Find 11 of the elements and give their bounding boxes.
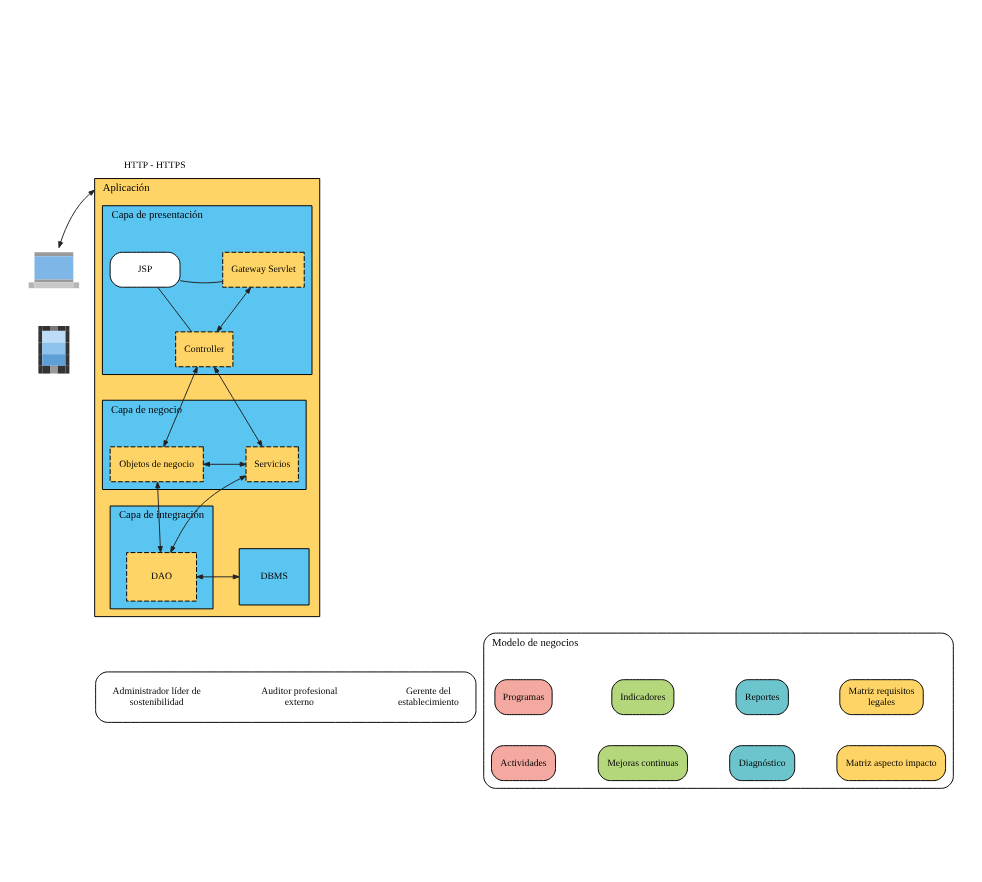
arrow (203, 461, 247, 467)
arrow (163, 366, 198, 448)
arrow (216, 287, 252, 333)
arrow (170, 475, 247, 553)
cluster (95, 671, 477, 723)
connector (179, 280, 223, 284)
arrow (213, 366, 263, 448)
arrow (196, 574, 240, 580)
connector (157, 287, 193, 333)
arrow (155, 481, 163, 553)
arrow (58, 189, 96, 249)
